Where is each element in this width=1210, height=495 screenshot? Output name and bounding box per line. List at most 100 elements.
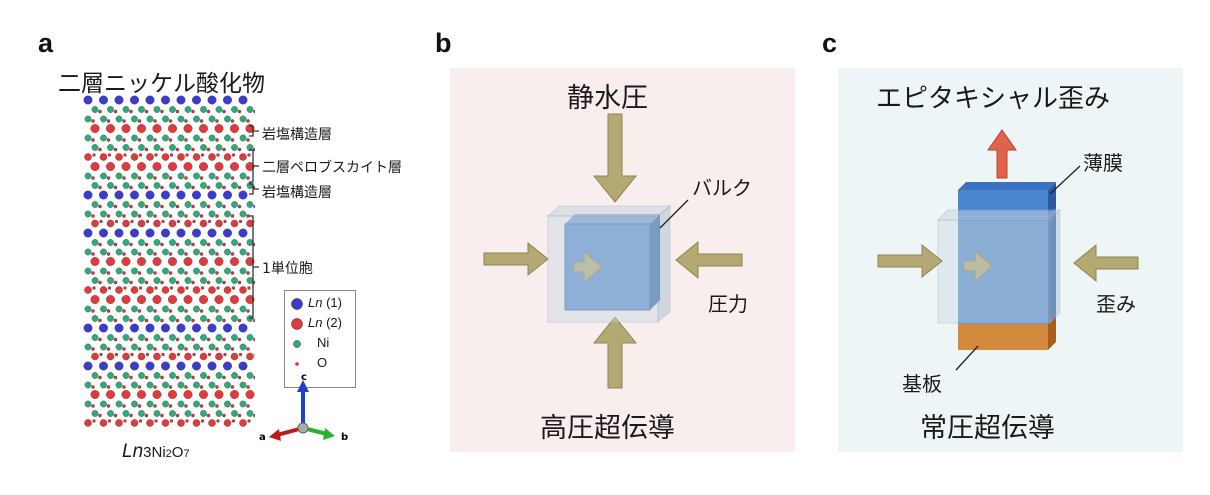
ni-atom bbox=[208, 381, 216, 389]
ni-legend-label: Ni bbox=[317, 335, 330, 350]
ni-atom bbox=[200, 372, 207, 379]
ln-atom bbox=[207, 361, 217, 371]
o-atom bbox=[144, 109, 149, 114]
o-atom bbox=[207, 352, 212, 357]
bracket-perovskite bbox=[249, 149, 259, 183]
ni-atom bbox=[239, 115, 247, 123]
ln-atom bbox=[199, 257, 208, 266]
o-atom bbox=[169, 153, 174, 157]
o-atom bbox=[91, 385, 95, 389]
ni-atom bbox=[200, 410, 207, 417]
ni-atom bbox=[131, 381, 138, 389]
o-atom bbox=[98, 318, 102, 323]
o-atom bbox=[113, 204, 118, 209]
ni-atom bbox=[169, 372, 176, 379]
ni-atom bbox=[200, 315, 207, 322]
o-atom bbox=[206, 280, 211, 285]
ni-atom bbox=[215, 334, 223, 341]
o-atom bbox=[184, 138, 188, 142]
o-atom bbox=[230, 138, 235, 142]
ni-atom bbox=[162, 115, 169, 123]
ln-atom bbox=[177, 419, 185, 427]
o-atom bbox=[200, 419, 205, 423]
o-atom bbox=[168, 214, 173, 218]
ni-atom bbox=[138, 372, 145, 379]
ln1-legend-suffix: (1) bbox=[322, 295, 342, 310]
o-atom bbox=[206, 375, 211, 380]
ni-atom bbox=[100, 305, 107, 313]
ni-atom bbox=[184, 277, 192, 284]
ni-atom bbox=[131, 134, 138, 142]
o-atom bbox=[98, 204, 102, 209]
ln-atom bbox=[223, 228, 232, 238]
ln-atom bbox=[192, 323, 201, 333]
ln-atom bbox=[106, 295, 115, 304]
axis-c-label: c bbox=[301, 372, 307, 383]
bracket-rock-salt-1 bbox=[249, 125, 259, 137]
inner-pressure-arrow bbox=[573, 250, 603, 284]
o-atom bbox=[191, 147, 195, 152]
o-atom bbox=[199, 309, 204, 313]
o-atom bbox=[184, 347, 188, 351]
ni-atom bbox=[184, 182, 192, 189]
ln-atom bbox=[145, 95, 155, 105]
ln-atom bbox=[161, 286, 170, 294]
ni-atom bbox=[239, 267, 247, 275]
o-atom bbox=[175, 280, 180, 285]
o-atom bbox=[207, 219, 212, 224]
ni-atom bbox=[131, 172, 138, 180]
o-atom bbox=[230, 252, 235, 256]
ln-atom bbox=[130, 419, 139, 427]
ni-atom bbox=[84, 134, 92, 142]
ln2-legend-label: Ln bbox=[308, 315, 323, 330]
o-atom bbox=[237, 375, 242, 380]
o-atom bbox=[107, 153, 112, 157]
o-atom bbox=[107, 419, 112, 423]
o-atom bbox=[129, 109, 133, 114]
o-atom bbox=[191, 204, 195, 209]
ln-atom bbox=[99, 153, 108, 161]
o-atom bbox=[222, 318, 226, 323]
o-atom bbox=[246, 119, 250, 123]
bracket-rock-salt-2 bbox=[249, 183, 259, 195]
ln-atom bbox=[122, 352, 130, 361]
ln-atom bbox=[152, 162, 162, 171]
epitaxial-strain-label: エピタキシャル歪み bbox=[876, 84, 1111, 114]
o-atom bbox=[160, 375, 164, 380]
substrate-label: 基板 bbox=[902, 372, 942, 396]
o-atom bbox=[145, 352, 150, 357]
o-atom bbox=[168, 138, 173, 142]
ln-atom bbox=[199, 352, 208, 361]
ni-atom bbox=[239, 172, 247, 180]
o-atom bbox=[191, 242, 195, 247]
ni-atom bbox=[91, 277, 99, 284]
o-atom bbox=[98, 375, 102, 380]
ln-atom bbox=[230, 162, 239, 171]
ln-atom bbox=[239, 419, 247, 427]
o-atom bbox=[222, 204, 226, 209]
ni-atom bbox=[246, 106, 254, 113]
o-atom bbox=[106, 271, 111, 275]
ni-atom bbox=[115, 400, 123, 408]
ni-atom bbox=[215, 410, 223, 417]
ni-atom bbox=[146, 305, 154, 313]
o-atom bbox=[91, 214, 95, 218]
o-atom bbox=[154, 153, 158, 157]
ln-atom bbox=[121, 390, 131, 399]
o-atom bbox=[153, 271, 157, 275]
crystal-structure bbox=[83, 95, 255, 427]
ni-atom bbox=[184, 106, 192, 113]
ln-atom bbox=[84, 153, 92, 161]
ni-atom bbox=[162, 267, 169, 275]
o-atom bbox=[99, 352, 103, 357]
o-atom bbox=[98, 109, 102, 114]
ln-atom bbox=[161, 95, 170, 105]
o-atom bbox=[144, 337, 149, 342]
ln-atom bbox=[146, 286, 154, 294]
ni-atom bbox=[177, 267, 185, 275]
layer-brackets bbox=[249, 125, 259, 319]
o-atom bbox=[237, 318, 242, 323]
o-atom bbox=[230, 119, 235, 123]
o-atom bbox=[160, 242, 164, 247]
ni-atom bbox=[169, 106, 176, 113]
